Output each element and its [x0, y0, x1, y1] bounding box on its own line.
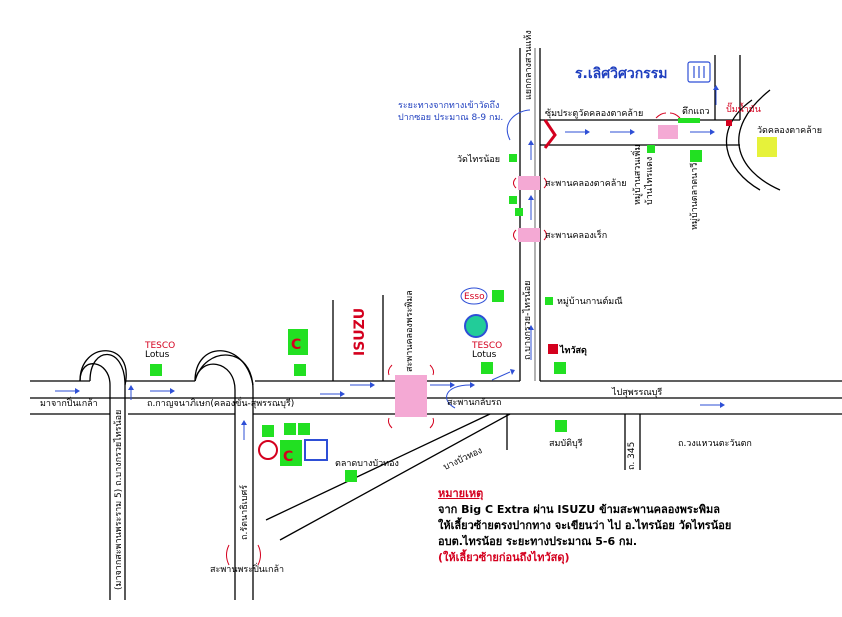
label-tanlai-bridge: สะพานคลองตาคล้าย — [545, 178, 627, 189]
bridge-marks — [226, 112, 681, 566]
bigc-logo-2: C — [280, 440, 302, 466]
label-wat-sainoi: วัดไทรน้อย — [457, 154, 500, 165]
main-road — [30, 380, 842, 415]
note-box: หมายเหตุ จาก Big C Extra ผ่าน ISUZU ข้าม… — [438, 486, 768, 566]
svg-text:C: C — [291, 337, 301, 353]
bigc-logo: C — [288, 329, 308, 355]
bridge-klong-phimol — [395, 375, 427, 417]
label-village-2: บ้านไทรแดง — [644, 157, 655, 205]
label-kanchana: ถ.กาญจนาภิเษก(คลองขั่น-สุพรรณบุรี) — [147, 396, 294, 409]
label-market: ตลาดบางบัวทอง — [335, 459, 399, 469]
label-shophouse: ตึกแถว — [682, 106, 710, 117]
arrow-heads — [75, 85, 725, 425]
label-from-pinklao: มาจากปิ่นเกล้า — [40, 396, 98, 409]
svg-text:TESCO: TESCO — [144, 341, 175, 351]
label-bangyai: (มาจากสะพานพระราม 5) ถ.บางกรวยไทรน้อย — [113, 410, 124, 590]
note-line-1: จาก Big C Extra ผ่าน ISUZU ข้ามสะพานคลอง… — [438, 503, 720, 516]
esso-logo: Esso — [460, 287, 488, 305]
label-uturn-bridge: สะพานกลับรถ — [447, 398, 501, 408]
distance-note-1: ระยะทางจากทางเข้าวัดถึง — [398, 100, 499, 111]
temple-road-curve — [738, 89, 781, 191]
bridge-rek — [518, 228, 540, 242]
lotus-logo-2: TESCO Lotus — [471, 341, 502, 360]
label-village-3: หมู่บ้านตลาดนาวี — [689, 163, 700, 230]
school-icon — [687, 61, 711, 83]
label-rek-bridge: สะพานคลองเร็ก — [545, 228, 607, 241]
label-pinklao-bridge: สะพานพระปิ่นเกล้า — [210, 562, 284, 575]
lotus-logo-1: TESCO Lotus — [144, 341, 175, 360]
label-school: ร.เลิศวิศวกรรม — [575, 66, 667, 82]
label-village-1: หมู่บ้านสวนเพิ่ม — [630, 145, 643, 205]
label-bangkruai-road: ถ.บางกรวย-ไทรน้อย — [522, 281, 533, 360]
hospital-logo — [304, 439, 328, 461]
label-soi-wat: ซุ้มประตูวัดคลองตาคล้าย — [545, 108, 643, 119]
temple-square — [757, 137, 777, 157]
label-to-suphanburi: ไปสุพรรณบุรี — [611, 387, 662, 398]
ptt-logo — [464, 314, 488, 338]
svg-text:C: C — [283, 449, 293, 465]
label-wat-klong: วัดคลองตาคล้าย — [757, 125, 822, 136]
label-wongwaen: ถ.วงแหวนตะวันตก — [678, 439, 752, 449]
diagonal-road — [265, 413, 511, 541]
market-logo — [258, 440, 278, 460]
label-bangbuathong: บางบัวทอง — [442, 446, 484, 473]
label-moo-ban: หมู่บ้านกานต์มณี — [557, 295, 623, 307]
note-line-2: ให้เลี้ยวซ้ายตรงปากทาง จะเขียนว่า ไป อ.ไ… — [438, 519, 732, 532]
landmark-squares — [150, 118, 702, 482]
wat-entrance-mark — [543, 119, 557, 149]
note-title: หมายเหตุ — [438, 487, 484, 500]
bridge-soi — [658, 125, 678, 139]
isuzu-logo: ISUZU — [352, 308, 368, 356]
north-road — [519, 48, 740, 381]
thaiwatsadu-logo: ไทวัสดุ — [548, 344, 587, 356]
note-line-4: (ให้เลี้ยวซ้ายก่อนถึงไทวัสดุ) — [438, 551, 570, 564]
note-line-3: อบต.ไทรน้อย ระยะทางประมาณ 5-6 กม. — [438, 535, 638, 548]
svg-text:Lotus: Lotus — [145, 350, 170, 360]
svg-text:Lotus: Lotus — [472, 350, 497, 360]
distance-note-2: ปากซอย ประมาณ 8-9 กม. — [398, 113, 503, 123]
svg-text:Esso: Esso — [464, 292, 485, 302]
label-phimol-bridge: สะพานคลองพระพิมล — [404, 290, 415, 372]
svg-text:ไทวัสดุ: ไทวัสดุ — [559, 344, 587, 356]
label-rattanathibet: ถ.รัตนาธิเบศร์ — [238, 485, 250, 540]
bridge-tanlai — [518, 176, 540, 190]
gas-station-marker — [726, 120, 732, 126]
label-sombat: สมบัติบุรี — [549, 438, 583, 449]
label-road-345: ถ. 345 — [627, 442, 637, 470]
label-junction: แยกกลางสวนแห้ง — [523, 30, 534, 100]
route-arrows — [55, 90, 720, 440]
label-gas-station: ปั๊มน้ำมัน — [726, 102, 761, 115]
loop-roads — [79, 350, 254, 600]
svg-text:TESCO: TESCO — [471, 341, 502, 351]
